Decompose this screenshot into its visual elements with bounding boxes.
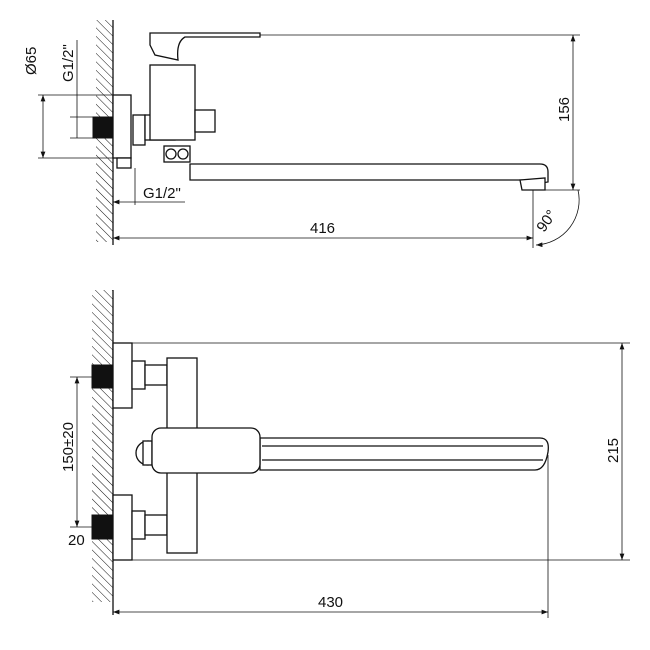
nut: [132, 114, 146, 146]
nut-lower: [131, 510, 146, 540]
handle-lever: [149, 32, 261, 61]
aerator: [519, 177, 546, 191]
dim-length-top: 416: [310, 220, 335, 237]
flange-base: [116, 157, 132, 169]
wall-thread-upper: [91, 364, 114, 389]
valve-body: [149, 64, 196, 141]
collar-screw: [165, 148, 177, 160]
spout-collar: [163, 145, 191, 163]
dim-thread-depth: 20: [68, 532, 85, 549]
flange: [112, 94, 132, 159]
nut-upper: [131, 360, 146, 390]
dim-thread-outlet: G1/2": [143, 185, 181, 202]
wall-thread: [92, 116, 114, 139]
collar-screw: [177, 148, 189, 160]
dim-length-front: 430: [318, 594, 343, 611]
dim-center-distance: 150±20: [60, 422, 77, 472]
diverter: [194, 109, 216, 133]
dim-thread-wall: G1/2": [60, 44, 77, 82]
flange-lower: [112, 494, 133, 561]
wall-hatch: [92, 290, 113, 602]
front-view: 150±20 20 215 430: [60, 290, 630, 618]
wall-thread-lower: [91, 514, 114, 540]
top-view: Ø65 G1/2" G1/2" 156 90° 416: [23, 20, 580, 248]
connector-upper: [144, 364, 168, 386]
flange-upper: [112, 342, 133, 409]
valve-block: [151, 427, 261, 474]
end-nut: [142, 440, 153, 466]
dim-height-top: 156: [556, 97, 573, 122]
dim-height-front: 215: [605, 438, 622, 463]
spout: [189, 163, 549, 187]
dim-angle: 90°: [533, 207, 560, 235]
spout: [259, 437, 549, 471]
dim-flange-diameter: Ø65: [23, 47, 40, 75]
connector-lower: [144, 514, 168, 536]
